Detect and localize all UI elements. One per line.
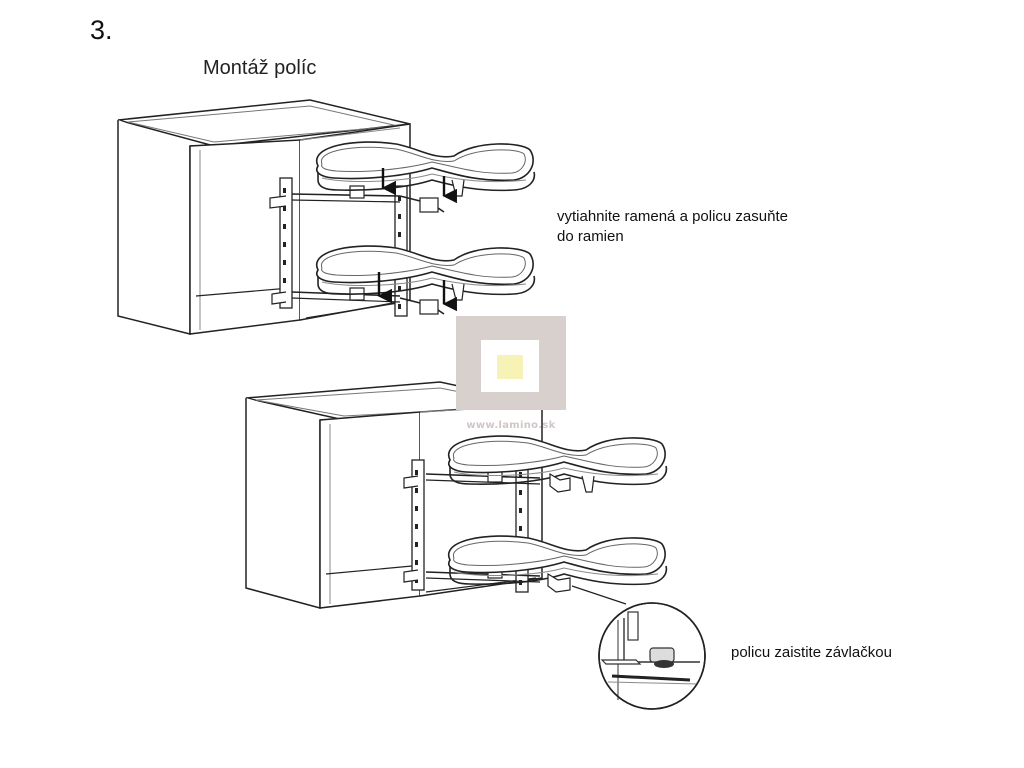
watermark-logo-frame bbox=[456, 316, 566, 410]
instruction-pull-out-arms: vytiahnite ramená a policu zasuňte do ra… bbox=[557, 207, 857, 247]
step-number: 3. bbox=[90, 15, 113, 45]
instruction-secure-pin: policu zaistite závlačkou bbox=[731, 644, 892, 661]
watermark-logo-square bbox=[497, 355, 523, 379]
instruction-pull-out-line-2: do ramien bbox=[557, 228, 624, 245]
lower-cabinet bbox=[245, 381, 668, 609]
watermark-logo-center bbox=[481, 340, 539, 392]
instruction-pull-out-line-1: vytiahnite ramená a policu zasuňte bbox=[557, 208, 788, 225]
watermark: www.lamino.sk bbox=[456, 316, 566, 434]
upper-cabinet bbox=[117, 99, 536, 335]
pin-detail-magnifier bbox=[598, 602, 706, 710]
watermark-text: www.lamino.sk bbox=[466, 420, 556, 431]
section-title: Montáž políc bbox=[203, 57, 317, 79]
